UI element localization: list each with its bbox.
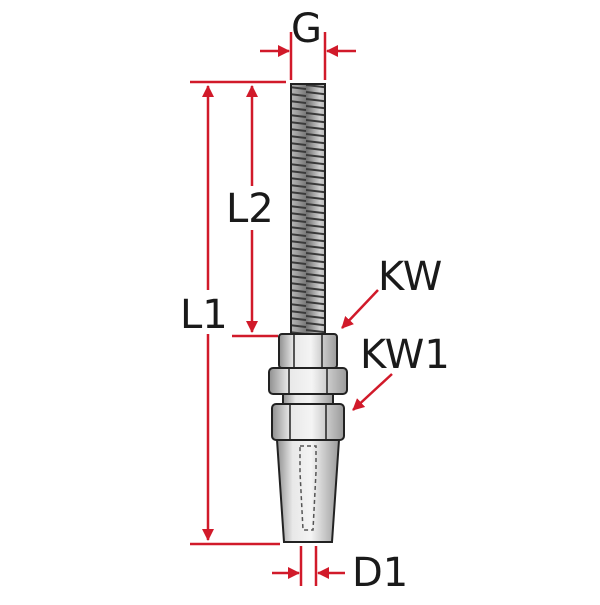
- label-kw: KW: [378, 254, 442, 300]
- label-l1: L1: [180, 292, 228, 338]
- tapered-sleeve: [275, 439, 341, 543]
- fitting-body: [268, 83, 348, 543]
- lower-hex: [271, 403, 345, 441]
- label-g: G: [291, 6, 322, 52]
- kw-leader: [341, 289, 379, 329]
- label-l2: L2: [226, 186, 274, 232]
- threaded-stud: [290, 83, 326, 341]
- collar: [282, 393, 334, 405]
- label-kw1: KW1: [360, 332, 450, 378]
- middle-hex-kw1: [268, 367, 348, 395]
- kw1-leader: [352, 373, 393, 411]
- label-d1: D1: [352, 550, 408, 596]
- top-nut-kw: [278, 333, 338, 369]
